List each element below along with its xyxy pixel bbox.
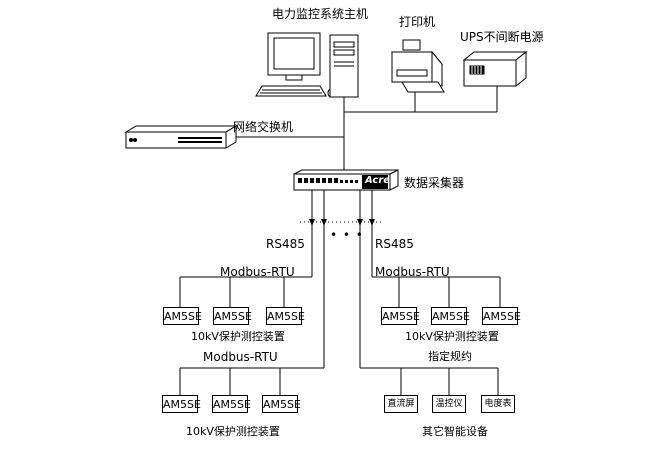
right-bus-label: RS485 xyxy=(375,237,414,251)
device-box: AM5SE xyxy=(431,307,470,325)
left-protocol-top: Modbus-RTU xyxy=(220,265,295,279)
bus-lines xyxy=(300,190,384,368)
printer-label: 打印机 xyxy=(399,15,436,29)
device-box: AM5SE xyxy=(162,395,201,413)
right-group1-wiring xyxy=(372,276,501,307)
right-group2-caption: 其它智能设备 xyxy=(422,425,488,438)
left-group2-wiring xyxy=(179,367,324,395)
left-bus-label: RS485 xyxy=(266,237,305,251)
collector-label: 数据采集器 xyxy=(404,176,465,190)
device-box: 温控仪 xyxy=(432,395,466,413)
left-group2-caption: 10kV保护测控装置 xyxy=(186,425,280,438)
device-box: AM5SE xyxy=(213,307,252,325)
ellipsis-indicator: • • • xyxy=(330,228,364,242)
collector-brand-logo: Acrel xyxy=(365,175,394,186)
printer-icon xyxy=(390,39,445,93)
network-lines xyxy=(226,86,498,172)
device-box: 直流屏 xyxy=(384,395,418,413)
switch-label: 网络交换机 xyxy=(233,120,294,134)
host-label: 电力监控系统主机 xyxy=(272,7,369,21)
right-protocol-top: Modbus-RTU xyxy=(375,265,450,279)
device-box: AM5SE xyxy=(266,307,305,325)
device-box: AM5SE xyxy=(482,307,521,325)
right-protocol-bottom: 指定规约 xyxy=(428,350,472,363)
device-box: AM5SE xyxy=(381,307,420,325)
device-box: AM5SE xyxy=(212,395,251,413)
network-switch-icon xyxy=(124,125,238,149)
ups-label: UPS不间断电源 xyxy=(460,30,544,44)
device-box: 电度表 xyxy=(481,395,515,413)
left-group1-caption: 10kV保护测控装置 xyxy=(191,330,285,343)
left-group1-wiring xyxy=(179,276,312,307)
device-box: AM5SE xyxy=(163,307,202,325)
right-group2-wiring xyxy=(360,367,499,395)
ups-icon xyxy=(462,50,528,88)
data-collector-icon xyxy=(293,169,399,191)
right-group1-caption: 10kV保护测控装置 xyxy=(405,330,499,343)
left-protocol-bottom: Modbus-RTU xyxy=(203,350,278,364)
device-box: AM5SE xyxy=(262,395,301,413)
host-computer-icon xyxy=(255,32,359,98)
bus-tap-markers xyxy=(309,219,375,226)
